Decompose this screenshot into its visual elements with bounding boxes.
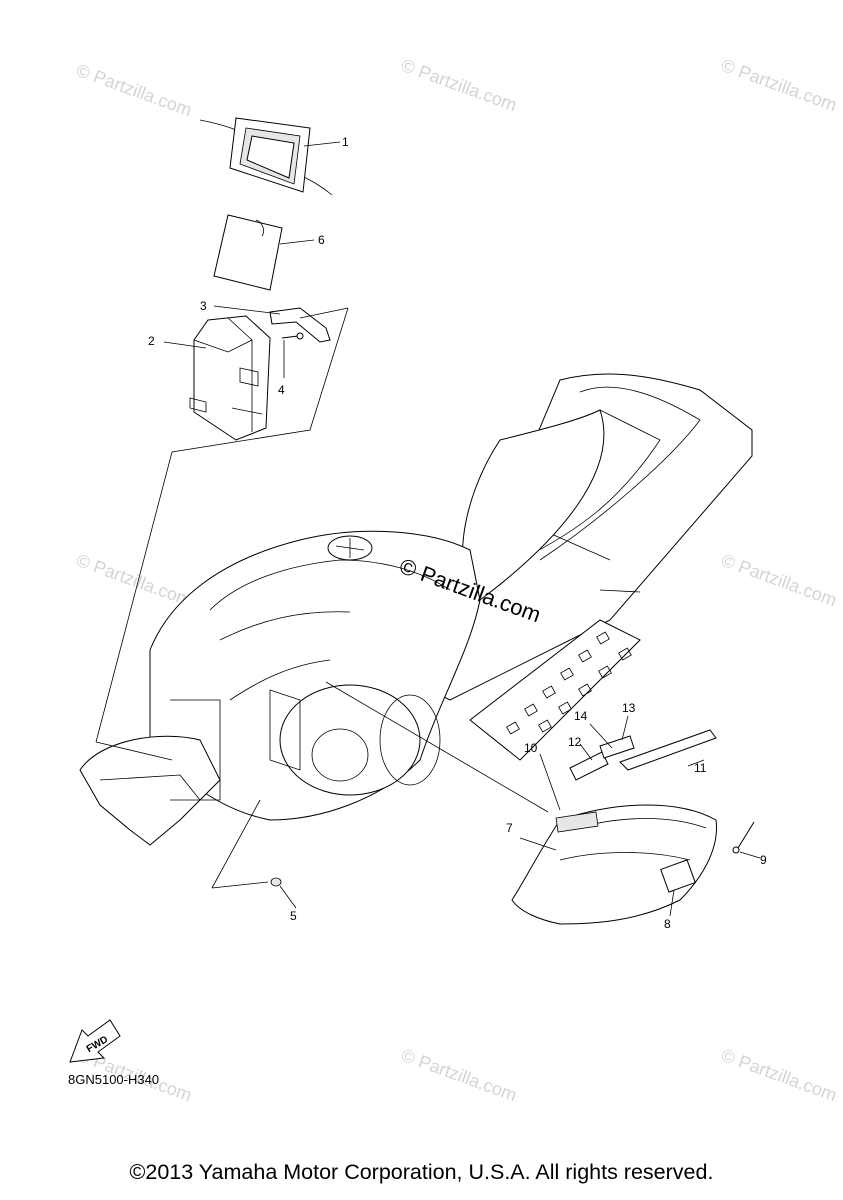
footrest-holes [506, 631, 632, 735]
part-8-plate[interactable] [660, 859, 696, 893]
copyright: ©2013 Yamaha Motor Corporation, U.S.A. A… [129, 1160, 714, 1184]
callout-7[interactable]: 7 [506, 821, 513, 835]
part-2-box[interactable] [189, 315, 271, 441]
callout-14[interactable]: 14 [574, 709, 588, 723]
part-1-frame[interactable] [199, 117, 333, 196]
part-7-flap[interactable] [511, 804, 718, 925]
watermark: © Partzilla.com [399, 55, 520, 115]
callouts: 1 2 3 4 5 6 7 8 9 10 11 12 13 14 [148, 135, 767, 931]
part-4-screw[interactable] [281, 332, 304, 340]
watermark: © Partzilla.com [719, 55, 840, 115]
watermark: © Partzilla.com [74, 60, 195, 120]
watermark: © Partzilla.com [719, 1045, 840, 1105]
callout-8[interactable]: 8 [664, 917, 671, 931]
callout-6[interactable]: 6 [318, 233, 325, 247]
callout-4[interactable]: 4 [278, 383, 285, 397]
callout-12[interactable]: 12 [568, 735, 582, 749]
part-10-reflector[interactable] [555, 811, 599, 833]
part-12-plate[interactable] [569, 751, 609, 781]
part-13-sticker[interactable] [599, 735, 635, 759]
callout-11[interactable]: 11 [694, 761, 707, 775]
callout-9[interactable]: 9 [760, 853, 767, 867]
watermark: © Partzilla.com [399, 1045, 520, 1105]
callout-2[interactable]: 2 [148, 334, 155, 348]
leader-box-group [95, 307, 349, 743]
diagram-code: 8GN5100-H340 [68, 1072, 160, 1087]
watermark: © Partzilla.com [74, 550, 195, 610]
leader-lines [95, 141, 761, 917]
callout-10[interactable]: 10 [524, 741, 538, 755]
watermark: © Partzilla.com [719, 550, 840, 610]
snowmobile-body [79, 373, 753, 846]
part-11-holder[interactable] [619, 729, 717, 771]
part-5-washer[interactable] [270, 877, 282, 887]
part-9-rivet[interactable] [732, 821, 755, 854]
callout-1[interactable]: 1 [342, 135, 349, 149]
callout-5[interactable]: 5 [290, 909, 297, 923]
leader-box-top [299, 307, 349, 319]
callout-3[interactable]: 3 [200, 299, 207, 313]
part-3-bracket[interactable] [269, 307, 331, 343]
part-6-sleeve[interactable] [213, 214, 283, 291]
callout-13[interactable]: 13 [622, 701, 636, 715]
